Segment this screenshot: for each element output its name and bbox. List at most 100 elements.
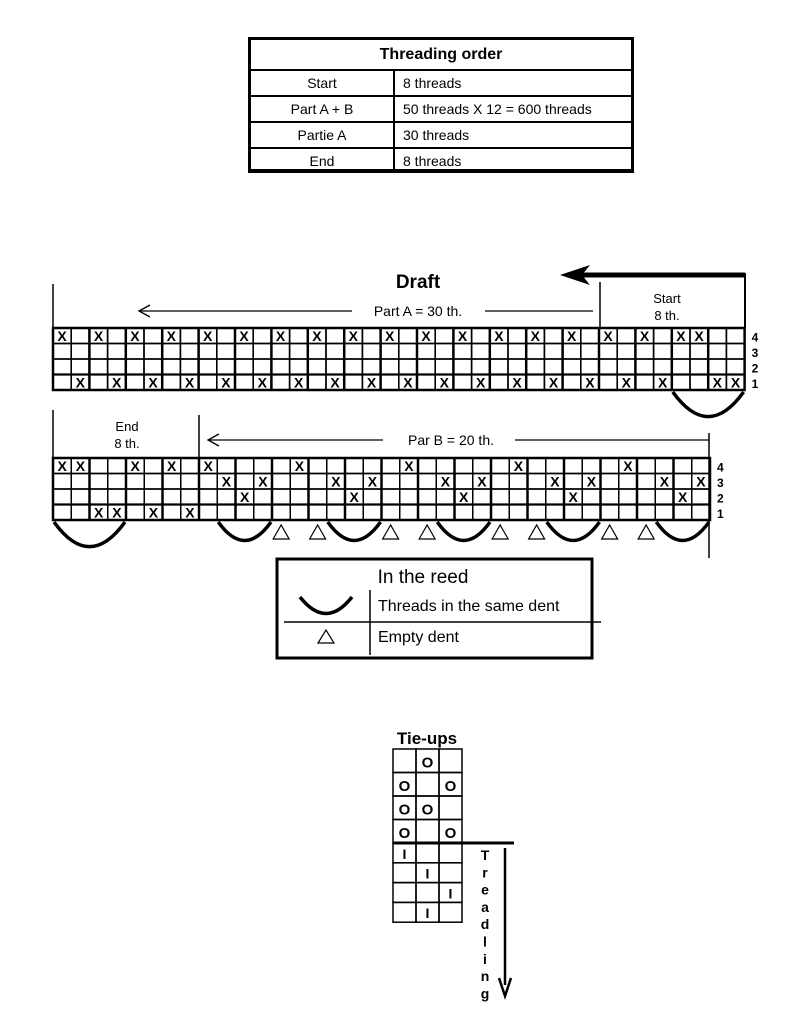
same-dent-arc-icon — [545, 520, 601, 542]
treadling-letter: r — [482, 864, 488, 880]
reed-legend: In the reed Threads in the same dent Emp… — [275, 557, 601, 660]
thread-mark: X — [148, 375, 158, 391]
grid-cell — [361, 327, 382, 345]
grid-cell — [654, 503, 675, 521]
treadling-cell — [415, 842, 440, 864]
grid-cell — [143, 472, 164, 490]
grid-cell — [598, 373, 618, 391]
grid-cell — [489, 373, 509, 391]
grid-cell — [380, 503, 401, 521]
thread-mark: X — [167, 458, 177, 474]
grid-cell — [106, 358, 127, 376]
grid-cell — [398, 358, 418, 376]
grid-cell — [125, 472, 145, 490]
treadling-letter: g — [481, 985, 490, 1001]
grid-cell — [652, 358, 673, 376]
grid-cell — [671, 373, 691, 391]
same-dent-arc-icon — [671, 390, 746, 419]
grid-cell — [379, 373, 400, 391]
grid-cell — [435, 503, 456, 521]
shaft-label: 3 — [717, 476, 724, 490]
grid-cell — [636, 457, 656, 475]
grid-cell — [508, 472, 529, 490]
tieup-mark: O — [399, 802, 411, 819]
section-cell: Part A + B — [251, 97, 395, 121]
grid-cell — [561, 358, 582, 376]
value-cell: 8 threads — [403, 153, 462, 169]
thread-mark: X — [221, 375, 231, 391]
grid-cell — [234, 457, 255, 475]
empty-dent-triangle-icon — [381, 523, 400, 540]
grid-cell — [691, 488, 711, 506]
grid-cell — [362, 457, 383, 475]
same-dent-arc-icon — [326, 520, 382, 542]
empty-dent-triangle-icon — [308, 523, 327, 540]
grid-cell — [88, 457, 109, 475]
thread-mark: X — [367, 375, 377, 391]
grid-cell — [507, 342, 527, 360]
grid-cell — [343, 373, 364, 391]
thread-mark: X — [185, 505, 195, 521]
grid-cell — [143, 342, 163, 360]
thread-mark: X — [312, 328, 322, 344]
grid-cell — [616, 327, 637, 345]
grid-cell — [581, 488, 602, 506]
grid-cell — [88, 472, 109, 490]
grid-cell — [561, 342, 582, 360]
grid-cell — [508, 488, 529, 506]
grid-cell — [234, 472, 255, 490]
grid-cell — [271, 472, 291, 490]
grid-cell — [599, 503, 620, 521]
grid-cell — [671, 358, 691, 376]
grid-cell — [88, 358, 109, 376]
grid-cell — [545, 457, 565, 475]
part-b-label: Par B = 20 th. — [408, 432, 494, 448]
grid-cell — [380, 472, 401, 490]
grid-cell — [452, 373, 473, 391]
thread-mark: X — [603, 328, 613, 344]
value-cell: 50 threads X 12 = 600 threads — [403, 101, 592, 117]
grid-cell — [88, 488, 109, 506]
grid-cell — [307, 488, 328, 506]
thread-mark: X — [239, 328, 249, 344]
thread-mark: X — [130, 458, 140, 474]
same-dent-arc-icon — [298, 595, 354, 616]
grid-cell — [180, 488, 200, 506]
grid-cell — [417, 488, 437, 506]
legend-item-label: Empty dent — [378, 629, 459, 646]
grid-cell — [161, 358, 182, 376]
thread-mark: X — [222, 474, 232, 490]
grid-cell — [270, 358, 291, 376]
thread-mark: X — [623, 458, 633, 474]
grid-cell — [525, 373, 546, 391]
grid-cell — [652, 327, 673, 345]
table-row: Part A + B 50 threads X 12 = 600 threads — [251, 97, 631, 123]
grid-cell — [652, 342, 673, 360]
tieup-mark: O — [399, 825, 411, 842]
shaft-label: 1 — [752, 377, 759, 391]
grid-cell — [106, 342, 127, 360]
grid-cell — [417, 472, 437, 490]
grid-cell — [125, 488, 145, 506]
grid-cell — [526, 488, 547, 506]
grid-cell — [70, 503, 91, 521]
treadling-mark: I — [426, 866, 430, 882]
treadling-cell — [438, 842, 463, 864]
grid-cell — [490, 472, 510, 490]
grid-cell — [52, 342, 72, 360]
thread-mark: X — [731, 375, 741, 391]
grid-cell — [634, 342, 655, 360]
grid-cell — [672, 503, 693, 521]
treadling-mark: I — [403, 846, 407, 862]
grid-cell — [216, 342, 236, 360]
empty-dent-triangle-icon — [316, 628, 336, 644]
grid-cell — [490, 488, 510, 506]
thread-mark: X — [112, 505, 122, 521]
grid-cell — [654, 488, 675, 506]
grid-cell — [452, 342, 473, 360]
empty-dent-triangle-icon — [418, 523, 437, 540]
grid-cell — [526, 472, 547, 490]
